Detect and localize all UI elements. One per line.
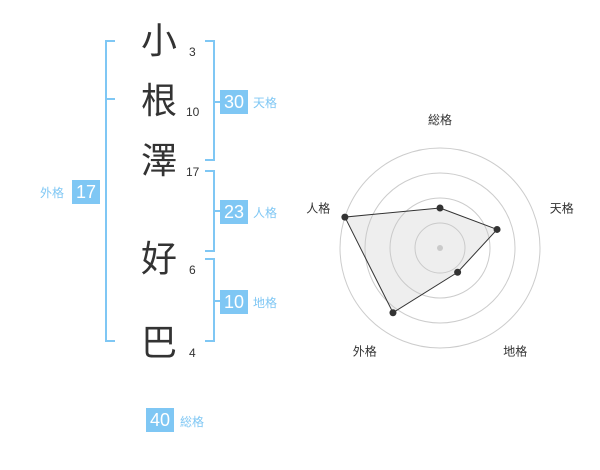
name-char-2: 根 [141,81,178,122]
tenkaku-bracket-tick [213,101,220,103]
tenkaku-bracket [205,40,215,161]
radar-axis-label-3: 地格 [503,344,527,359]
tenkaku-label: 天格 [253,96,278,110]
tenkaku-badge: 30 [220,90,248,114]
jinkaku-badge: 23 [220,200,248,224]
radar-ring-3 [364,172,516,324]
name-char-1: 小 [141,21,178,62]
stroke-count-1: 3 [189,45,196,59]
radar-axis-label-2: 天格 [550,200,574,215]
radar-axis-label-1: 総格 [428,112,452,127]
name-char-3: 澤 [141,141,178,182]
name-char-5: 巴 [141,323,178,364]
name-char-4: 好 [141,239,178,280]
gaikaku-badge: 17 [72,180,100,204]
radar-ring-1 [414,222,466,274]
chikaku-bracket-tick [213,300,220,302]
soukaku-label: 総格 [180,415,205,429]
jinkaku-bracket-tick [213,210,220,212]
radar-series-polygon [344,207,498,314]
radar-point-2 [493,225,501,233]
radar-point-1 [436,204,444,212]
radar-point-3 [454,268,462,276]
stroke-count-3: 17 [186,165,200,179]
radar-ring-4 [339,147,541,349]
jinkaku-label: 人格 [253,206,278,220]
radar-center [437,245,443,251]
gaikaku-bracket [105,40,115,342]
radar-axis-label-4: 外格 [353,344,377,359]
radar-point-5 [341,213,349,221]
chikaku-badge: 10 [220,290,248,314]
stroke-count-5: 4 [189,346,196,360]
stroke-count-4: 6 [189,263,196,277]
gaikaku-label: 外格 [40,186,65,200]
radar-ring-2 [389,197,491,299]
soukaku-badge: 40 [146,408,174,432]
gaikaku-bracket-tick [105,98,115,100]
stroke-count-2: 10 [186,105,200,119]
radar-point-4 [389,309,397,317]
radar-axis-label-5: 人格 [306,200,330,215]
chikaku-label: 地格 [253,296,278,310]
